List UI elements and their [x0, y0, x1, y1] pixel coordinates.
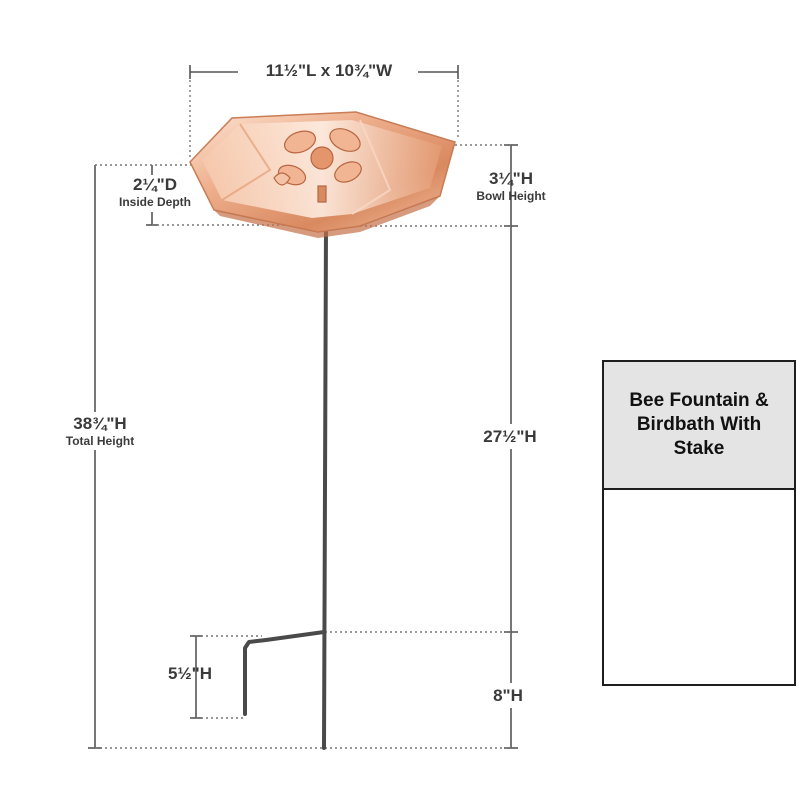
- inside-depth-label: Inside Depth: [118, 195, 191, 209]
- dimension-pole-height: 27½"H: [470, 424, 550, 449]
- inside-depth-value: 2¼"D: [133, 175, 177, 194]
- total-height-value: 38¾"H: [73, 414, 127, 433]
- bowl-height-value: 3¼"H: [489, 169, 533, 188]
- product-info-card: Bee Fountain & Birdbath With Stake: [602, 360, 796, 686]
- dimension-total-height: 38¾"H Total Height: [40, 412, 160, 450]
- stake: [243, 224, 328, 750]
- total-height-label: Total Height: [65, 434, 135, 448]
- dimension-inside-depth: 2¼"D Inside Depth: [100, 176, 210, 208]
- product-title: Bee Fountain & Birdbath With Stake: [629, 390, 769, 459]
- product-photo-area: [604, 490, 794, 684]
- bee-ornament: [273, 128, 362, 203]
- dimension-foot-height: 5½"H: [168, 664, 212, 683]
- dimension-width-label: 11½"L x 10¾"W: [240, 62, 418, 79]
- dimension-bowl-height: 3¼"H Bowl Height: [466, 170, 556, 202]
- bowl-height-label: Bowl Height: [476, 189, 546, 203]
- copper-bowl: [189, 111, 456, 238]
- card-header: Bee Fountain & Birdbath With Stake: [604, 362, 794, 490]
- dimension-stake-depth: 8"H: [478, 683, 538, 708]
